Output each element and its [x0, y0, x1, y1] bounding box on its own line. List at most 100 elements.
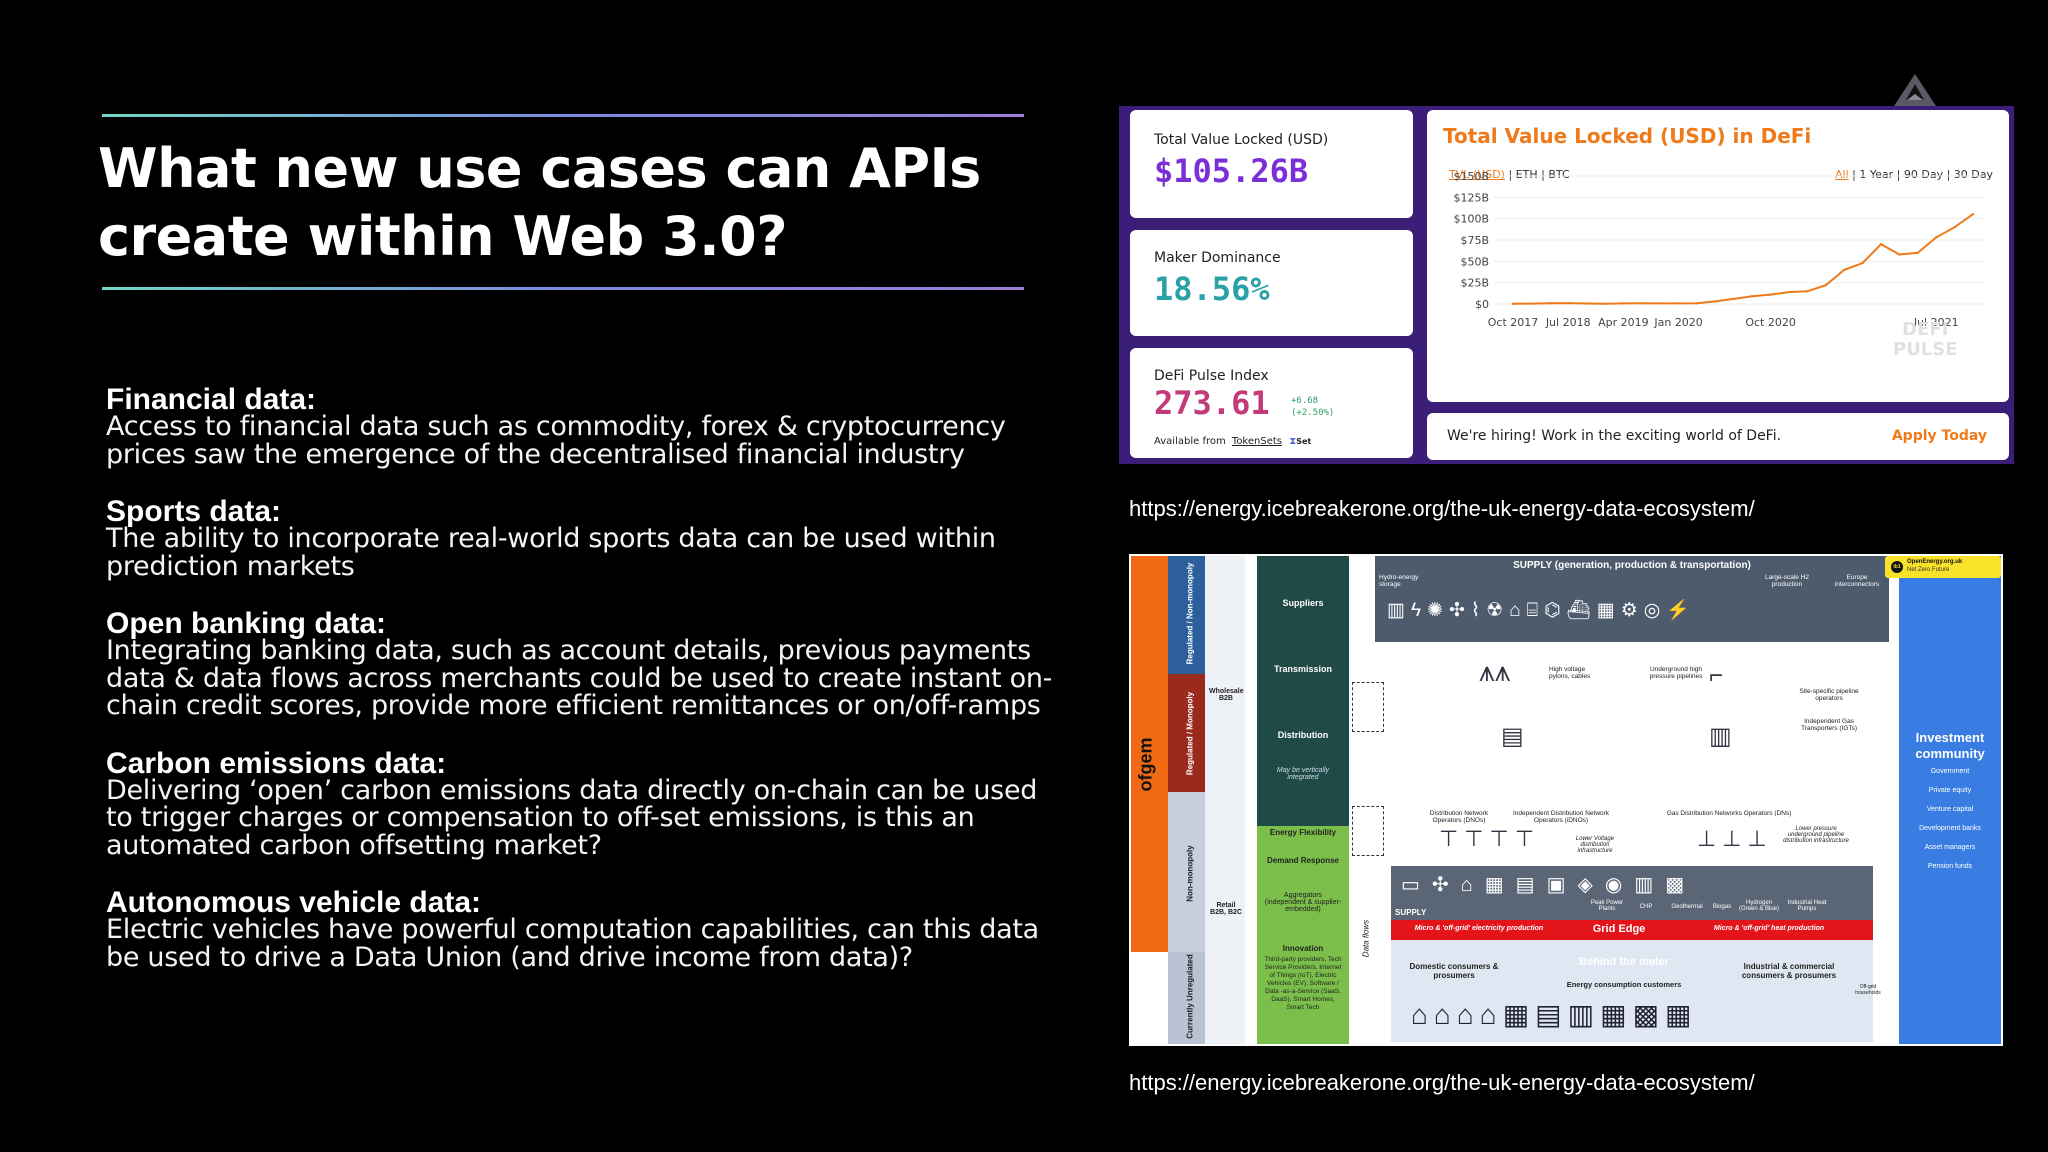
use-case-item: Open banking data:Integrating banking da…: [106, 609, 1066, 721]
tvl-data-point: [1640, 302, 1643, 305]
tvl-series-line: [1512, 213, 1974, 305]
control-room-icon: ▤: [1501, 723, 1524, 750]
investment-item: Pension funds: [1927, 863, 1973, 870]
micro-elec-label: Micro & 'off-grid' electricity productio…: [1414, 925, 1544, 932]
tier-label-1: Regulated / Non-monopoly: [1185, 562, 1195, 665]
retail-label: Retail B2B, B2C: [1210, 902, 1242, 916]
use-case-body: Integrating banking data, such as accoun…: [106, 635, 1053, 721]
x-tick-label: Oct 2017: [1488, 316, 1539, 329]
ship-icon: ⛴: [1566, 600, 1597, 621]
gen-label-biogas: Biogas: [1712, 904, 1732, 910]
ofgem-bar: [1131, 556, 1168, 952]
tvl-data-point: [1824, 284, 1827, 287]
tier-non-monopoly: [1168, 792, 1205, 952]
tier-regulated-non-monopoly: [1168, 556, 1205, 674]
apartments-icon: ▦: [1502, 999, 1536, 1030]
ng-eso-label: National Grid ESO: [1470, 708, 1558, 719]
oe-badge: ib1 OpenEnergy.org.uk Net Zero Future: [1885, 556, 2001, 578]
home-gen-icon: ⌂: [1460, 874, 1485, 896]
tvl-data-point: [1787, 290, 1791, 294]
slide-title: What new use cases can APIs create withi…: [98, 135, 981, 271]
index-label: DeFi Pulse Index: [1154, 368, 1269, 384]
gen-label-chp: CHP: [1639, 904, 1653, 910]
pipeline-icon: ⌐: [1709, 662, 1724, 689]
tvl-data-point: [1603, 302, 1607, 305]
y-tick-label: $100B: [1453, 213, 1489, 226]
index-change: +6.68: [1291, 396, 1319, 406]
use-case-heading: Financial data:: [106, 383, 317, 416]
tvl-data-point: [1971, 212, 1975, 216]
defi-pulse-screenshot: Total Value Locked (USD) $105.26B Maker …: [1119, 106, 2014, 464]
grid-edge-label: Grid Edge: [1592, 923, 1646, 935]
generation-icons: ▭✣⌂▦▤▣◈◉▥▩: [1401, 872, 1696, 897]
site-specific-label: Site-specific pipeline operators: [1799, 688, 1859, 702]
use-case-item: Autonomous vehicle data:Electric vehicle…: [106, 888, 1066, 973]
investment-item: Private equity: [1928, 787, 1972, 794]
use-case-body: Electric vehicles have powerful computat…: [106, 914, 1039, 973]
tno-label: TNO: [1357, 685, 1379, 696]
tvl-data-point: [1585, 302, 1588, 305]
supply-icons: ▥ϟ✺✣⌇☢⌂⌸⌬⛴▦⚙◎⚡: [1387, 598, 1887, 622]
x-tick-label: Jul 2018: [1545, 316, 1591, 329]
tier-unregulated: [1168, 952, 1205, 1044]
dno-full-label: Distribution Network Operators (DNOs): [1429, 810, 1489, 824]
biogas-icon: ◉: [1604, 874, 1635, 896]
range-tabs: All | 1 Year | 90 Day | 30 Day: [1835, 168, 1993, 181]
role-flex: Energy Flexibility: [1269, 828, 1337, 837]
tvl-data-point: [1695, 302, 1699, 305]
elec-dist-label: Electricity Distribution: [1488, 774, 1550, 798]
investment-item: Venture capital: [1926, 806, 1974, 813]
h2-label: Large-scale H2 production: [1764, 574, 1810, 588]
tab-btc[interactable]: BTC: [1548, 168, 1570, 181]
lp-label: Lower pressure underground pipeline dist…: [1783, 826, 1849, 844]
tvl-data-point: [1953, 226, 1956, 229]
tab-1-year[interactable]: 1 Year: [1859, 168, 1894, 181]
source-url-top[interactable]: https://energy.icebreakerone.org/the-uk-…: [1129, 496, 1755, 521]
watermark: DEFI PULSE: [1893, 320, 1958, 360]
y-tick-label: $150B: [1453, 170, 1489, 183]
dno-dso-box: DNO + DSO: [1352, 806, 1384, 856]
tvl-data-point: [1898, 253, 1901, 256]
use-case-heading: Carbon emissions data:: [106, 746, 447, 780]
tab-eth[interactable]: ETH: [1515, 168, 1538, 181]
use-case-item: Sports data:The ability to incorporate r…: [106, 495, 1066, 582]
investment-item: Asset managers: [1924, 844, 1976, 851]
tab-tvl-usd[interactable]: TVL (USD): [1449, 168, 1505, 181]
tab-all[interactable]: All: [1835, 168, 1849, 181]
apply-today-link[interactable]: Apply Today: [1891, 428, 1987, 444]
solar-icon: ✺: [1427, 600, 1449, 621]
gen-label-hp: Industrial Heat Pumps: [1787, 900, 1827, 912]
tab-30-day[interactable]: 30 Day: [1953, 168, 1993, 181]
chart-title: Total Value Locked (USD) in DeFi: [1443, 124, 1812, 148]
gas-icon: ⚙: [1620, 600, 1644, 621]
tokensets-link[interactable]: TokenSets: [1231, 436, 1282, 447]
house-icon: ⌂: [1456, 999, 1480, 1030]
refinery-icon: ▦: [1596, 600, 1621, 621]
tab-90-day[interactable]: 90 Day: [1903, 168, 1944, 181]
use-case-body: Access to financial data such as commodi…: [106, 411, 1006, 470]
maker-card: Maker Dominance 18.56%: [1130, 230, 1413, 336]
brand-logo-icon: [1894, 74, 1936, 106]
tvl-data-point: [1511, 302, 1515, 306]
cottage-icon: ⌂: [1479, 999, 1503, 1030]
gen-label-peak: Peak Power Plants: [1590, 900, 1624, 912]
ecc-label: Energy consumption customers: [1566, 980, 1682, 989]
tno-tso-box: TNO + TSO: [1352, 682, 1384, 732]
y-tick-label: $125B: [1453, 191, 1489, 204]
oe-badge-icon: ib1: [1891, 561, 1903, 573]
gas-valves-icon: ⊥ ⊥ ⊥: [1697, 826, 1767, 851]
domestic-label: Domestic consumers & prosumers: [1409, 962, 1499, 980]
generation-band: [1391, 866, 1873, 920]
micro-heat-label: Micro & 'off-grid' heat production: [1713, 925, 1825, 932]
offgrid-label: Off-grid households: [1855, 984, 1881, 996]
industrial-label: Industrial & commercial consumers & pros…: [1741, 962, 1837, 980]
use-case-body: The ability to incorporate real-world sp…: [106, 523, 996, 582]
oe-sub: Net Zero Future: [1907, 567, 1950, 573]
x-tick-label: Oct 2020: [1745, 316, 1796, 329]
use-case-heading: Sports data:: [106, 495, 282, 528]
tvl-data-point: [1567, 301, 1570, 305]
panel-icon: ▦: [1484, 874, 1516, 896]
source-url-bottom[interactable]: https://energy.icebreakerone.org/the-uk-…: [1129, 1070, 1755, 1095]
tier-label-4: Currently Unregulated: [1185, 954, 1195, 1039]
y-tick-label: $0: [1475, 298, 1489, 311]
